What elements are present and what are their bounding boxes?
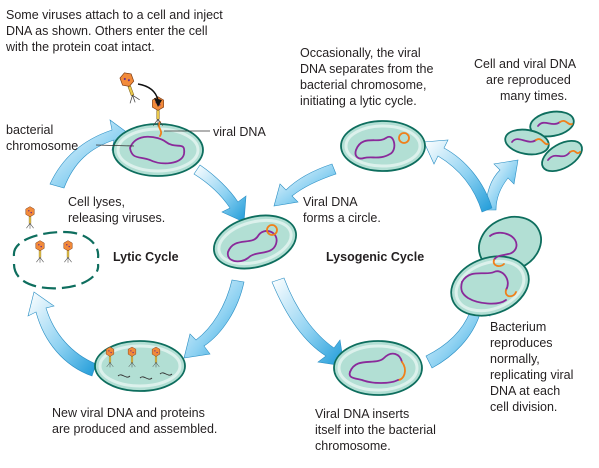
reproduced-label: Cell and viral DNA are reproduced many t… bbox=[474, 57, 577, 103]
lysed-cell bbox=[12, 206, 100, 290]
bacterial-chromosome-line-2: chromosome bbox=[6, 139, 78, 153]
cell-lyses-label: Cell lyses, releasing viruses. bbox=[68, 195, 165, 225]
cell-lyses-line-1: Cell lyses, bbox=[68, 195, 125, 209]
cell-lyses-line-2: releasing viruses. bbox=[68, 211, 165, 225]
arrow-excision-to-circle bbox=[273, 163, 337, 207]
new-dna-label: New viral DNA and proteins are produced … bbox=[52, 406, 217, 436]
occasionally-line-4: initiating a lytic cycle. bbox=[300, 94, 417, 108]
virus-motion-arrow bbox=[137, 83, 159, 101]
insertion-cell bbox=[333, 340, 423, 396]
arrow-to-lysis bbox=[27, 291, 97, 377]
approaching-virus bbox=[118, 70, 142, 105]
arrow-to-assembly bbox=[183, 279, 245, 359]
inserts-line-2: itself into the bacterial bbox=[315, 423, 436, 437]
viral-dna-label: viral DNA bbox=[213, 125, 266, 139]
occasionally-line-2: DNA separates from the bbox=[300, 62, 433, 76]
occasionally-label: Occasionally, the viral DNA separates fr… bbox=[300, 46, 433, 108]
lysogenic-cycle-title: Lysogenic Cycle bbox=[326, 250, 424, 264]
injected-viral-dna bbox=[157, 121, 163, 137]
bacterium-line-6: cell division. bbox=[490, 400, 557, 414]
new-dna-line-2: are produced and assembled. bbox=[52, 422, 217, 436]
circular-dna-cell bbox=[213, 214, 297, 270]
reproduced-line-2: are reproduced bbox=[486, 73, 571, 87]
excision-cell bbox=[340, 120, 426, 172]
bacterium-line-1: Bacterium bbox=[490, 320, 546, 334]
inserts-line-1: Viral DNA inserts bbox=[315, 407, 409, 421]
arrow-to-replication bbox=[485, 159, 519, 211]
bacterium-line-2: reproduces bbox=[490, 336, 553, 350]
occasionally-line-3: bacterial chromosome, bbox=[300, 78, 426, 92]
bacterium-line-5: DNA at each bbox=[490, 384, 560, 398]
new-dna-line-1: New viral DNA and proteins bbox=[52, 406, 205, 420]
viral-dna-circle-label: Viral DNA forms a circle. bbox=[303, 195, 381, 225]
viral-dna-circle bbox=[266, 224, 278, 236]
inserts-label: Viral DNA inserts itself into the bacter… bbox=[315, 407, 436, 453]
viral-dna-circle-line-1: Viral DNA bbox=[303, 195, 358, 209]
arrow-to-excision bbox=[423, 139, 493, 213]
reproduced-line-1: Cell and viral DNA bbox=[474, 57, 577, 71]
reproduced-line-3: many times. bbox=[500, 89, 567, 103]
bacterium-reproduces-label: Bacterium reproduces normally, replicati… bbox=[490, 320, 573, 414]
infected-cell bbox=[112, 121, 204, 177]
intro-text: Some viruses attach to a cell and inject… bbox=[5, 8, 223, 54]
excised-viral-dna bbox=[398, 132, 410, 144]
inserts-line-3: chromosome. bbox=[315, 439, 391, 453]
dividing-cell bbox=[450, 215, 542, 317]
arrow-to-insertion bbox=[271, 277, 345, 367]
viral-dna-circle-line-2: forms a circle. bbox=[303, 211, 381, 225]
assembly-cell bbox=[94, 340, 186, 392]
bacterial-chromosome-label: bacterial chromosome bbox=[6, 123, 78, 153]
occasionally-line-1: Occasionally, the viral bbox=[300, 46, 421, 60]
bacterium-line-3: normally, bbox=[490, 352, 540, 366]
intro-line-2: DNA as shown. Others enter the cell bbox=[6, 24, 207, 38]
bacterial-chromosome-line-1: bacterial bbox=[6, 123, 53, 137]
intro-line-1: Some viruses attach to a cell and inject bbox=[6, 8, 223, 22]
replicated-cells bbox=[504, 110, 583, 173]
intro-line-3: with the protein coat intact. bbox=[5, 40, 155, 54]
arrow-to-circle bbox=[193, 164, 247, 223]
bacterium-line-4: replicating viral bbox=[490, 368, 573, 382]
lytic-cycle-title: Lytic Cycle bbox=[113, 250, 179, 264]
